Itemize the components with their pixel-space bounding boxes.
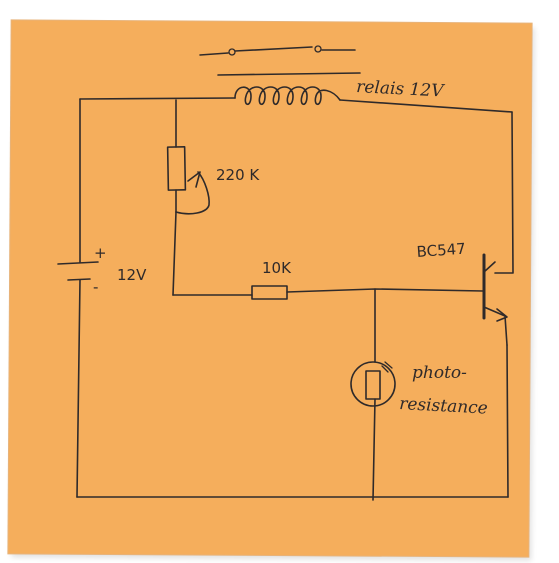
resistor-label: 10K	[262, 259, 292, 277]
battery-voltage-label: 12V	[117, 266, 147, 284]
relay-armature	[217, 72, 361, 76]
photoresistor-label-line2: resistance	[399, 394, 489, 419]
potentiometer-label: 220 K	[216, 166, 260, 184]
battery-plus-label: +	[94, 244, 107, 262]
wire-right-top	[494, 111, 514, 274]
battery	[57, 98, 99, 498]
photoresistor	[350, 288, 396, 501]
battery-minus-label: -	[93, 278, 98, 296]
resistor-10k	[172, 285, 484, 300]
photoresistor-label-line1: photo-	[412, 363, 467, 383]
relay-coil	[79, 86, 513, 113]
transistor	[482, 253, 508, 346]
wire-right-bottom	[506, 344, 509, 498]
relay-label: relais 12V	[356, 77, 446, 102]
potentiometer	[166, 99, 210, 296]
transistor-label: BC547	[416, 240, 466, 261]
relay-contact	[199, 45, 356, 56]
